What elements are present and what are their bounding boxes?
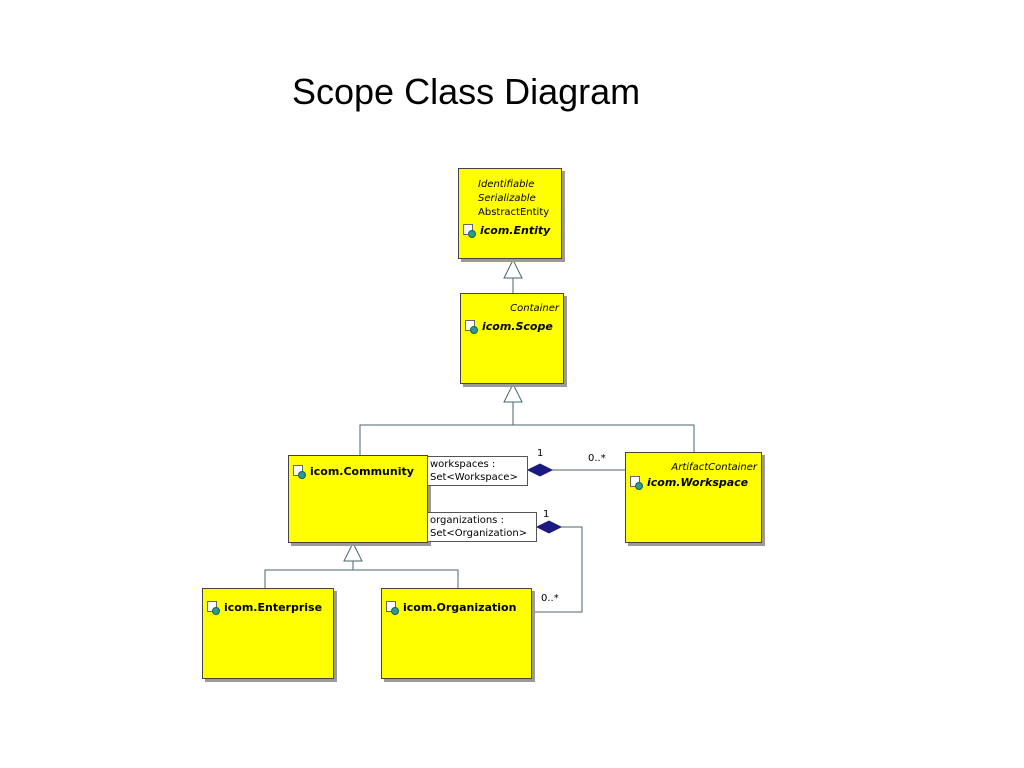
stereotype-artifact-container: ArtifactContainer xyxy=(671,462,757,473)
role-label-organizations: organizations : Set<Organization> xyxy=(427,512,537,542)
class-workspace[interactable]: ArtifactContainer icom.Workspace xyxy=(625,452,762,543)
page-title: Scope Class Diagram xyxy=(292,71,641,112)
multiplicity-organizations-source: 1 xyxy=(543,509,550,520)
class-name-entity-text: icom.Entity xyxy=(480,224,551,237)
stereotype-serializable: Serializable xyxy=(478,193,536,204)
class-entity[interactable]: Identifiable Serializable AbstractEntity… xyxy=(458,168,562,259)
generalization-arrowhead-scope xyxy=(503,382,523,403)
multiplicity-organizations-target: 0..* xyxy=(541,593,559,604)
generalization-enterprise-community xyxy=(264,561,354,588)
class-icon xyxy=(465,320,478,334)
class-icon xyxy=(207,601,220,615)
class-organization[interactable]: icom.Organization xyxy=(381,588,532,679)
parent-abstract-entity: AbstractEntity xyxy=(478,207,550,218)
class-name-community: icom.Community xyxy=(293,465,427,479)
class-name-scope-text: icom.Scope xyxy=(482,320,553,333)
class-icon xyxy=(463,224,476,238)
composition-organizations-diamond xyxy=(535,520,563,534)
role-label-organizations-line2: Set<Organization> xyxy=(430,528,528,539)
generalization-workspace-scope xyxy=(513,424,695,452)
generalization-arrowhead-entity xyxy=(503,258,523,279)
class-name-enterprise-text: icom.Enterprise xyxy=(224,601,323,614)
class-name-organization-text: icom.Organization xyxy=(403,601,517,614)
class-name-workspace-text: icom.Workspace xyxy=(647,476,749,489)
class-scope[interactable]: Container icom.Scope xyxy=(460,293,564,384)
class-name-enterprise: icom.Enterprise xyxy=(207,601,333,615)
class-name-organization: icom.Organization xyxy=(386,601,531,615)
multiplicity-workspaces-target: 0..* xyxy=(588,453,606,464)
generalization-community-scope xyxy=(359,402,514,455)
composition-organizations-line xyxy=(532,526,583,613)
class-name-workspace: icom.Workspace xyxy=(630,476,761,490)
composition-workspaces-diamond xyxy=(526,463,554,477)
class-enterprise[interactable]: icom.Enterprise xyxy=(202,588,334,679)
stereotype-container: Container xyxy=(510,303,559,314)
stereotype-identifiable: Identifiable xyxy=(478,179,535,190)
class-icon xyxy=(630,476,643,490)
multiplicity-workspaces-source: 1 xyxy=(537,448,544,459)
class-icon xyxy=(386,601,399,615)
generalization-organization-community xyxy=(353,569,459,588)
generalization-arrowhead-community xyxy=(343,541,363,562)
class-icon xyxy=(293,465,306,479)
class-name-scope: icom.Scope xyxy=(465,320,563,334)
role-label-workspaces-line2: Set<Workspace> xyxy=(430,472,518,483)
role-label-organizations-line1: organizations : xyxy=(430,515,504,526)
class-community[interactable]: icom.Community xyxy=(288,455,428,543)
role-label-workspaces: workspaces : Set<Workspace> xyxy=(427,456,528,486)
class-name-community-text: icom.Community xyxy=(310,465,414,478)
class-name-entity: icom.Entity xyxy=(463,224,561,238)
role-label-workspaces-line1: workspaces : xyxy=(430,459,496,470)
